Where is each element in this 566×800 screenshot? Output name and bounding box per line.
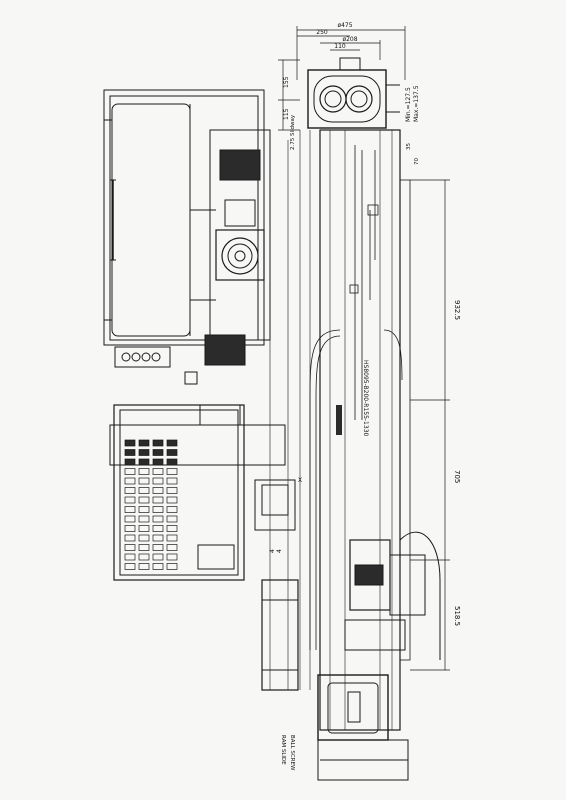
vent-slot xyxy=(152,439,164,447)
vent-slot xyxy=(138,439,150,447)
junction-box xyxy=(184,371,241,570)
vent-slot xyxy=(138,487,150,494)
machine-frame xyxy=(103,89,265,346)
dim-left-115: 115 xyxy=(283,108,290,120)
gearbox xyxy=(307,57,400,129)
ball-screw-label: BALL SCREW xyxy=(289,735,295,771)
vent-slot xyxy=(166,515,178,523)
vent-slot xyxy=(152,544,164,551)
lower-carriage xyxy=(254,479,441,781)
vent-slot xyxy=(166,544,178,551)
vent-slot xyxy=(166,439,178,447)
vent-slot xyxy=(166,534,178,542)
vent-slot xyxy=(166,496,178,504)
mark-b: 4 xyxy=(276,549,283,553)
vent-slot xyxy=(124,468,136,475)
vent-slot xyxy=(124,553,136,561)
upper-carriage xyxy=(190,129,271,366)
mark-c: X xyxy=(298,477,302,484)
long-dimensions xyxy=(410,179,450,671)
vent-slot xyxy=(124,496,136,504)
dim-705: 705 xyxy=(453,470,461,483)
vent-slot xyxy=(166,468,178,475)
vent-slot xyxy=(138,449,150,456)
dim-left-155: 155 xyxy=(283,76,290,88)
dim-right-min: Min.=127.5 xyxy=(405,87,412,122)
vent-slot xyxy=(166,458,178,466)
vent-slot xyxy=(152,487,164,494)
dim-right-35: 35 xyxy=(406,143,412,150)
dim-top-208: ø208 xyxy=(342,36,357,43)
vent-slot xyxy=(138,477,150,485)
vent-slot xyxy=(166,553,178,561)
vent-slot xyxy=(152,449,164,456)
vent-slot xyxy=(152,496,164,504)
dim-bottom-label: 2.75 Slidway xyxy=(290,114,296,150)
vent-slot xyxy=(152,563,164,570)
vent-slot xyxy=(124,525,136,532)
vent-slot xyxy=(124,515,136,523)
vent-slot xyxy=(138,525,150,532)
vent-slot xyxy=(166,487,178,494)
vent-slot xyxy=(166,563,178,570)
vent-slot xyxy=(152,458,164,466)
vent-slot xyxy=(166,477,178,485)
vent-slot xyxy=(138,515,150,523)
top-dimensions xyxy=(296,26,406,80)
vent-slot xyxy=(124,458,136,466)
dim-right-70: 70 xyxy=(414,158,420,165)
vent-slot xyxy=(124,487,136,494)
vent-slot xyxy=(124,439,136,447)
vent-slot xyxy=(138,468,150,475)
vent-slot xyxy=(138,553,150,561)
cabling xyxy=(309,145,403,650)
dim-5185: 518.5 xyxy=(453,606,461,626)
vent-slot xyxy=(138,506,150,513)
vent-slot xyxy=(138,544,150,551)
vent-slot xyxy=(138,496,150,504)
vent-slot xyxy=(138,458,150,466)
dim-right-max: Max.=137.5 xyxy=(413,85,420,122)
dim-top-110: 110 xyxy=(334,43,346,50)
vent-slot xyxy=(152,468,164,475)
left-dimensions xyxy=(278,59,300,131)
vent-slot xyxy=(124,449,136,456)
vent-slot xyxy=(124,544,136,551)
vent-slot xyxy=(152,515,164,523)
spec-label: HS8095-B200-R155-1330 xyxy=(362,360,369,437)
vent-slot xyxy=(166,449,178,456)
vent-slot xyxy=(152,553,164,561)
vent-slot xyxy=(138,534,150,542)
vent-slot xyxy=(124,563,136,570)
dim-top-250: 250 xyxy=(316,29,328,36)
ventilation-grid xyxy=(124,439,178,570)
vent-slot xyxy=(166,525,178,532)
vent-slot xyxy=(152,477,164,485)
vent-slot xyxy=(152,506,164,513)
vent-slot xyxy=(124,534,136,542)
control-panel xyxy=(109,346,286,581)
ram-slide-label: RAM SLIDE xyxy=(280,735,286,765)
vent-slot xyxy=(166,506,178,513)
vent-slot xyxy=(124,506,136,513)
vent-slot xyxy=(124,477,136,485)
dim-9325: 932.5 xyxy=(453,300,461,320)
vent-slot xyxy=(138,563,150,570)
vent-slot xyxy=(152,534,164,542)
vent-slot xyxy=(152,525,164,532)
mark-a: 4 xyxy=(269,549,276,553)
dim-top-total: ø475 xyxy=(337,22,352,29)
